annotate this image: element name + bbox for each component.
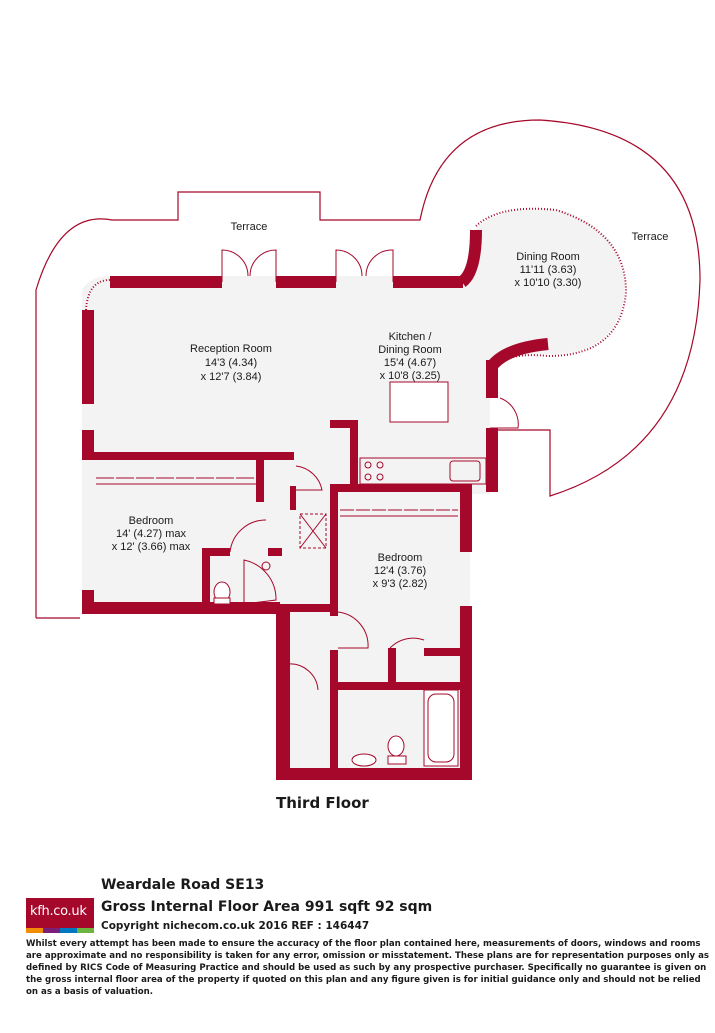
terrace-top-label: Terrace <box>231 221 268 233</box>
terrace-outline <box>35 119 701 618</box>
dining-room-dim1: 11'11 (3.63) <box>520 264 577 276</box>
disclaimer: Whilst every attempt has been made to en… <box>26 939 710 997</box>
reception-room-name: Reception Room <box>190 343 272 355</box>
floor-area: Gross Internal Floor Area 991 sqft 92 sq… <box>101 899 433 915</box>
bedroom1-name: Bedroom <box>129 515 174 527</box>
kitchen-dim2: x 10'8 (3.25) <box>380 370 441 382</box>
bedroom1-dim2: x 12' (3.66) max <box>112 541 191 553</box>
logo-stripe-purple <box>43 928 60 933</box>
dining-lower-curve-wall <box>487 338 549 371</box>
copyright: Copyright nichecom.co.uk 2016 REF : 1464… <box>101 920 370 932</box>
kitchen-name: Kitchen / <box>389 331 433 343</box>
dining-room-dim2: x 10'10 (3.30) <box>515 277 582 289</box>
terrace-right-label: Terrace <box>632 231 669 243</box>
logo-stripe-green <box>77 928 94 933</box>
wardrobes <box>96 477 458 517</box>
bedroom1-dim1: 14' (4.27) max <box>116 528 186 540</box>
sanitary-ware <box>213 513 459 767</box>
bedroom2-dim2: x 9'3 (2.82) <box>373 578 428 590</box>
terrace-doors <box>221 249 519 691</box>
kitchen-dim1: 15'4 (4.67) <box>384 357 436 369</box>
svg-text:Terrace: Terrace <box>231 221 268 233</box>
apartment-floor <box>82 209 625 780</box>
kitchen-name-2: Dining Room <box>378 344 442 356</box>
property-address: Weardale Road SE13 <box>101 877 265 893</box>
kitchen-units <box>359 381 487 485</box>
dining-curve-wall <box>457 229 482 287</box>
inner-walls <box>82 420 472 770</box>
bedroom2-name: Bedroom <box>378 552 423 564</box>
bedroom2-dim1: 12'4 (3.76) <box>374 565 426 577</box>
logo-stripe-orange <box>26 928 43 933</box>
floor-plan: Terrace Terrace Dining Room 11'11 (3.63)… <box>35 119 701 780</box>
reception-room-dim1: 14'3 (4.34) <box>205 357 257 369</box>
logo-stripe <box>26 928 94 933</box>
logo-text: kfh.co.uk <box>30 904 87 919</box>
logo-stripe-blue <box>60 928 77 933</box>
reception-corner-window <box>85 279 111 311</box>
reception-room-dim2: x 12'7 (3.84) <box>201 371 262 383</box>
svg-text:Terrace: Terrace <box>632 231 669 243</box>
kfh-logo: kfh.co.uk <box>26 898 94 928</box>
dining-room-name: Dining Room <box>516 251 580 263</box>
room-labels: Terrace Terrace Dining Room 11'11 (3.63)… <box>112 221 669 590</box>
floor-label: Third Floor <box>276 794 369 812</box>
